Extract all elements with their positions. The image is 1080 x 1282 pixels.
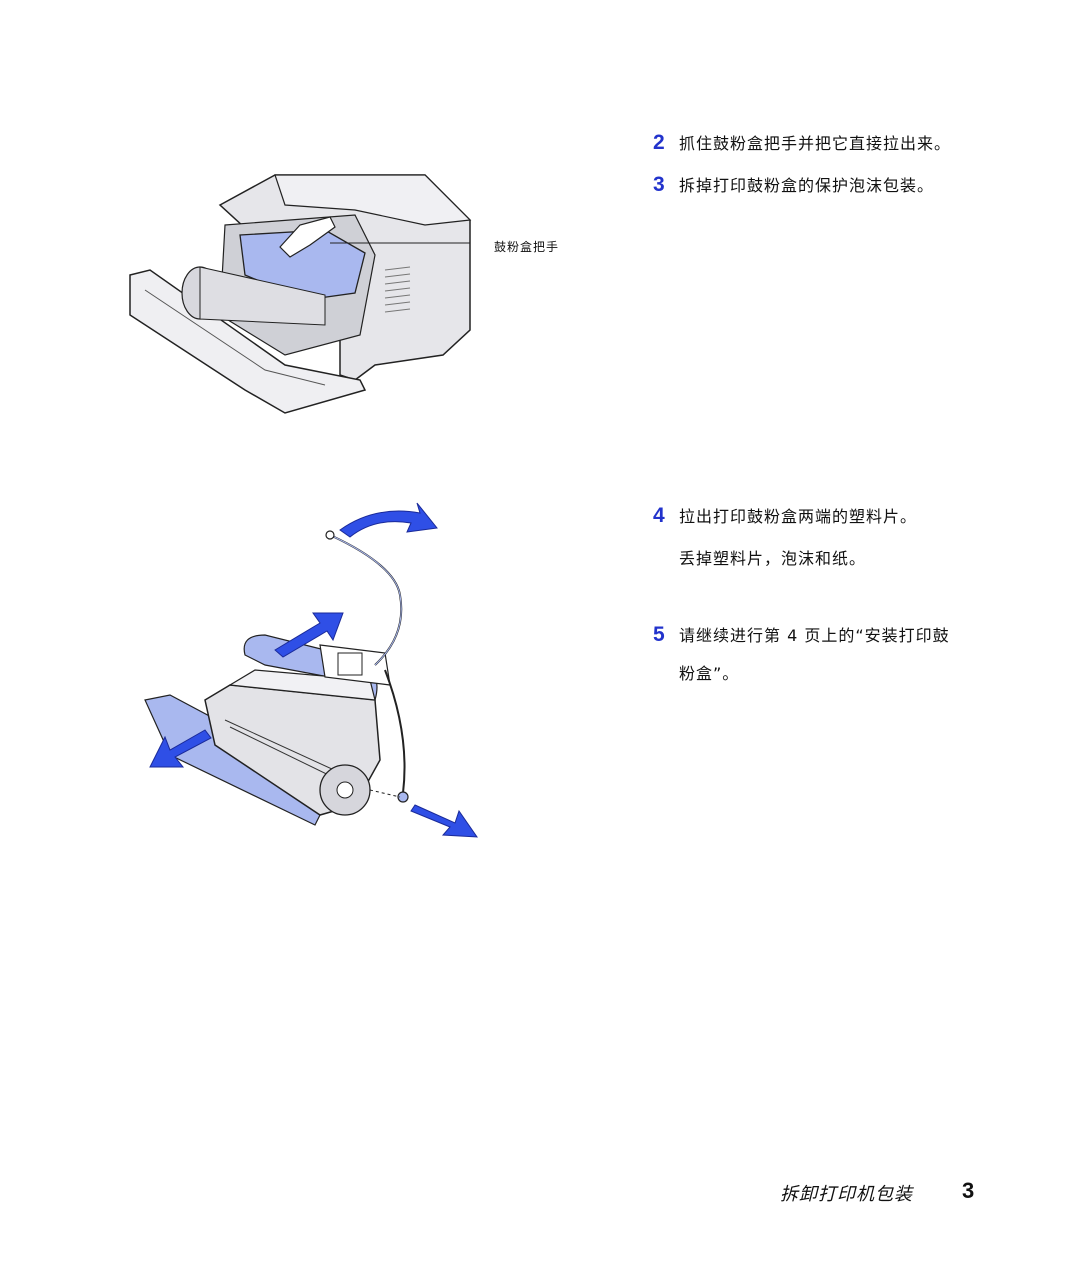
step-text: 请继续进行第 4 页上的“安装打印鼓 bbox=[679, 626, 950, 645]
callout-label: 鼓粉盒把手 bbox=[494, 240, 560, 254]
cartridge-illustration bbox=[144, 502, 478, 838]
step-number: 3 bbox=[653, 173, 665, 196]
step-5-continuation: 粉盒”。 bbox=[679, 664, 740, 683]
step-text: 拆掉打印鼓粉盒的保护泡沫包装。 bbox=[679, 176, 935, 195]
step-text: 抓住鼓粉盒把手并把它直接拉出来。 bbox=[679, 134, 952, 153]
step-number: 5 bbox=[653, 623, 665, 646]
step-text: 丢掉塑料片，泡沫和纸。 bbox=[679, 549, 867, 568]
step-2: 2 抓住鼓粉盒把手并把它直接拉出来。 bbox=[653, 130, 951, 155]
page-number: 3 bbox=[962, 1178, 975, 1203]
step-text: 拉出打印鼓粉盒两端的塑料片。 bbox=[679, 507, 918, 526]
step-3: 3 拆掉打印鼓粉盒的保护泡沫包装。 bbox=[653, 172, 934, 197]
step-number: 2 bbox=[653, 131, 665, 154]
step-5: 5 请继续进行第 4 页上的“安装打印鼓 bbox=[653, 622, 950, 647]
footer-section-title: 拆卸打印机包装 bbox=[780, 1184, 913, 1205]
step-4-note: 丢掉塑料片，泡沫和纸。 bbox=[653, 545, 866, 569]
step-4: 4 拉出打印鼓粉盒两端的塑料片。 bbox=[653, 503, 917, 528]
printer-illustration bbox=[129, 174, 472, 414]
step-number: 4 bbox=[653, 504, 665, 527]
